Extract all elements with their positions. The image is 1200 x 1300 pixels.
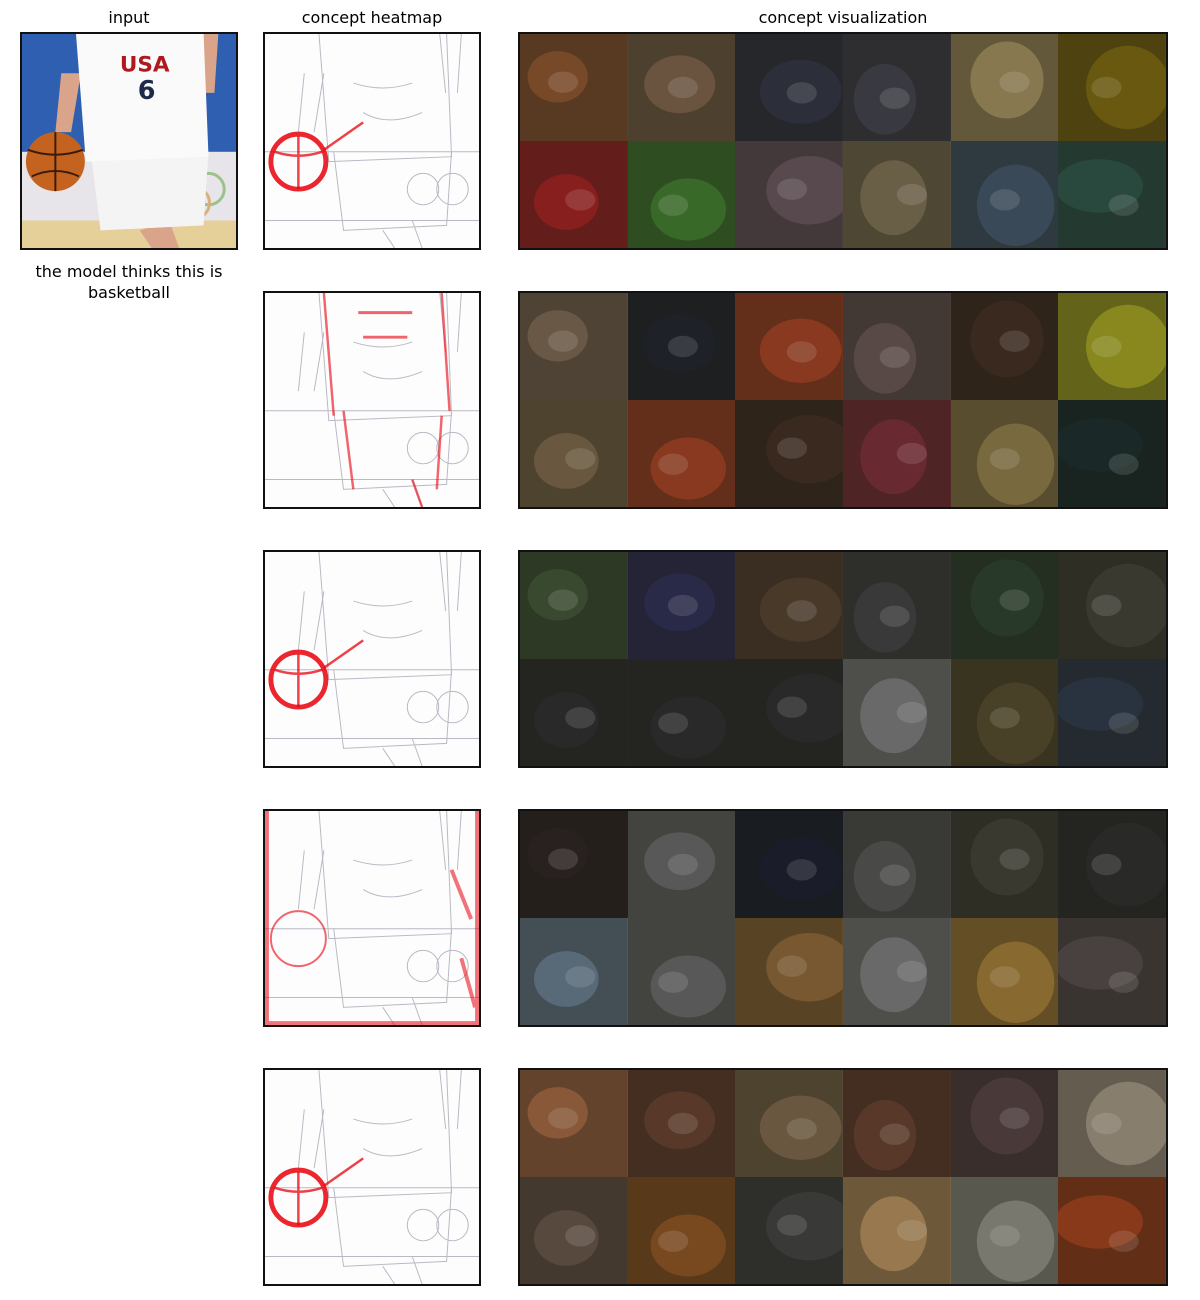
concept-5-patch-4 — [842, 1070, 951, 1177]
concept-visualization-4 — [518, 809, 1168, 1027]
concept-3-patch-1 — [520, 552, 628, 659]
concept-heatmap-3 — [263, 550, 481, 768]
concept-3-patch-7 — [520, 659, 628, 766]
concept-visualization-2 — [518, 291, 1168, 509]
concept-4-patch-7 — [520, 918, 628, 1025]
concept-2-patch-11 — [950, 400, 1059, 507]
heatmap-column-title: concept heatmap — [301, 8, 443, 27]
concept-5-patch-1 — [520, 1070, 628, 1177]
concept-visualization-1 — [518, 32, 1168, 250]
visualization-column-title: concept visualization — [758, 8, 928, 27]
concept-3-patch-11 — [950, 659, 1059, 766]
concept-5-patch-3 — [735, 1070, 843, 1177]
concept-2-patch-2 — [627, 293, 736, 400]
concept-1-patch-11 — [950, 141, 1059, 248]
concept-visualization-3 — [518, 550, 1168, 768]
concept-3-patch-6 — [1058, 552, 1166, 659]
concept-2-patch-6 — [1058, 293, 1166, 400]
jersey-number: 6 — [138, 76, 156, 106]
concept-2-patch-4 — [842, 293, 951, 400]
concept-4-patch-3 — [735, 811, 843, 918]
concept-heatmap-5 — [263, 1068, 481, 1286]
concept-1-patch-12 — [1058, 141, 1166, 248]
concept-5-patch-10 — [842, 1177, 951, 1284]
concept-4-patch-8 — [627, 918, 736, 1025]
concept-5-patch-7 — [520, 1177, 628, 1284]
input-column-title: input — [108, 8, 150, 27]
concept-4-patch-2 — [627, 811, 736, 918]
concept-2-patch-10 — [842, 400, 951, 507]
concept-2-patch-8 — [627, 400, 736, 507]
concept-3-patch-10 — [842, 659, 951, 766]
concept-4-patch-9 — [735, 918, 843, 1025]
concept-5-patch-8 — [627, 1177, 736, 1284]
jersey-text: USA — [120, 52, 170, 77]
concept-heatmap-4 — [263, 809, 481, 1027]
concept-3-patch-12 — [1058, 659, 1166, 766]
concept-1-patch-6 — [1058, 34, 1166, 141]
concept-4-patch-12 — [1058, 918, 1166, 1025]
concept-1-patch-3 — [735, 34, 843, 141]
concept-2-patch-12 — [1058, 400, 1166, 507]
concept-3-patch-9 — [735, 659, 843, 766]
concept-4-patch-11 — [950, 918, 1059, 1025]
concept-2-patch-3 — [735, 293, 843, 400]
concept-4-patch-6 — [1058, 811, 1166, 918]
concept-1-patch-8 — [627, 141, 736, 248]
concept-3-patch-4 — [842, 552, 951, 659]
concept-4-patch-5 — [950, 811, 1059, 918]
concept-3-patch-8 — [627, 659, 736, 766]
concept-5-patch-9 — [735, 1177, 843, 1284]
concept-2-patch-1 — [520, 293, 628, 400]
input-image: USA 6 — [20, 32, 238, 250]
concept-heatmap-2 — [263, 291, 481, 509]
concept-1-patch-4 — [842, 34, 951, 141]
concept-3-patch-5 — [950, 552, 1059, 659]
concept-heatmap-1 — [263, 32, 481, 250]
concept-3-patch-2 — [627, 552, 736, 659]
concept-4-patch-10 — [842, 918, 951, 1025]
concept-1-patch-5 — [950, 34, 1059, 141]
concept-5-patch-5 — [950, 1070, 1059, 1177]
concept-2-patch-7 — [520, 400, 628, 507]
concept-5-patch-12 — [1058, 1177, 1166, 1284]
concept-5-patch-2 — [627, 1070, 736, 1177]
concept-5-patch-11 — [950, 1177, 1059, 1284]
concept-1-patch-2 — [627, 34, 736, 141]
concept-1-patch-1 — [520, 34, 628, 141]
concept-5-patch-6 — [1058, 1070, 1166, 1177]
concept-visualization-5 — [518, 1068, 1168, 1286]
concept-1-patch-10 — [842, 141, 951, 248]
concept-4-patch-4 — [842, 811, 951, 918]
concept-1-patch-9 — [735, 141, 843, 248]
concept-3-patch-3 — [735, 552, 843, 659]
concept-1-patch-7 — [520, 141, 628, 248]
concept-4-patch-1 — [520, 811, 628, 918]
concept-2-patch-5 — [950, 293, 1059, 400]
prediction-caption: the model thinks this is basketball — [35, 262, 223, 302]
concept-2-patch-9 — [735, 400, 843, 507]
